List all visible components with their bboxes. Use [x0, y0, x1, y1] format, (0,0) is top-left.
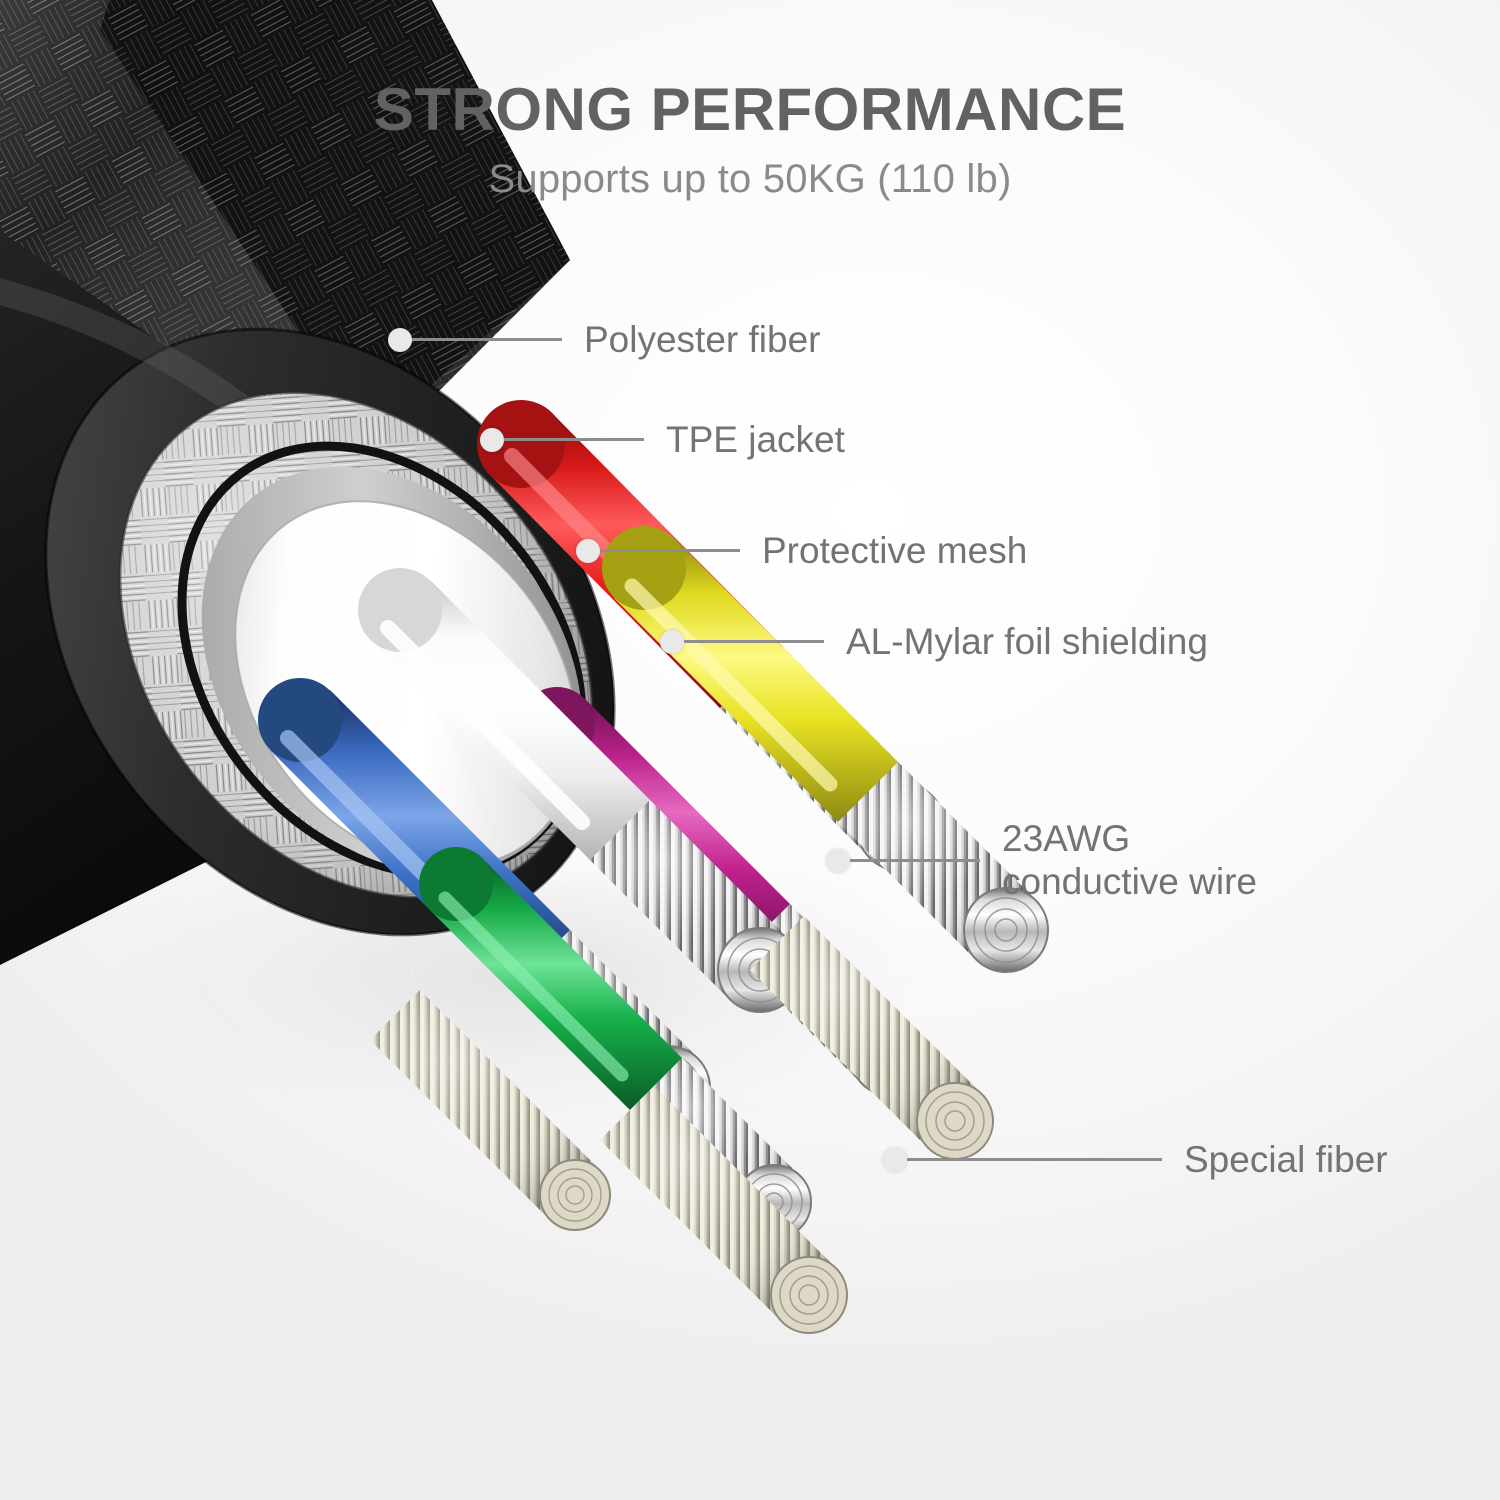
white-wire [358, 568, 803, 1013]
page-title: STRONG PERFORMANCE [373, 76, 1127, 143]
header-block: STRONG PERFORMANCE Supports up to 50KG (… [300, 78, 1200, 202]
special-fiber-bundle-left [370, 990, 611, 1231]
page-subtitle: Supports up to 50KG (110 lb) [488, 157, 1012, 201]
yellow-wire-conductor [838, 762, 1049, 973]
callout-label: Special fiber [1184, 1139, 1388, 1180]
cable-cutaway-illustration [0, 0, 1049, 1334]
special-fiber-bundles [370, 916, 994, 1334]
green-wire [419, 847, 812, 1240]
special-fiber-bundle-upper [750, 916, 994, 1160]
special-fiber-bundle-lower [600, 1086, 848, 1334]
